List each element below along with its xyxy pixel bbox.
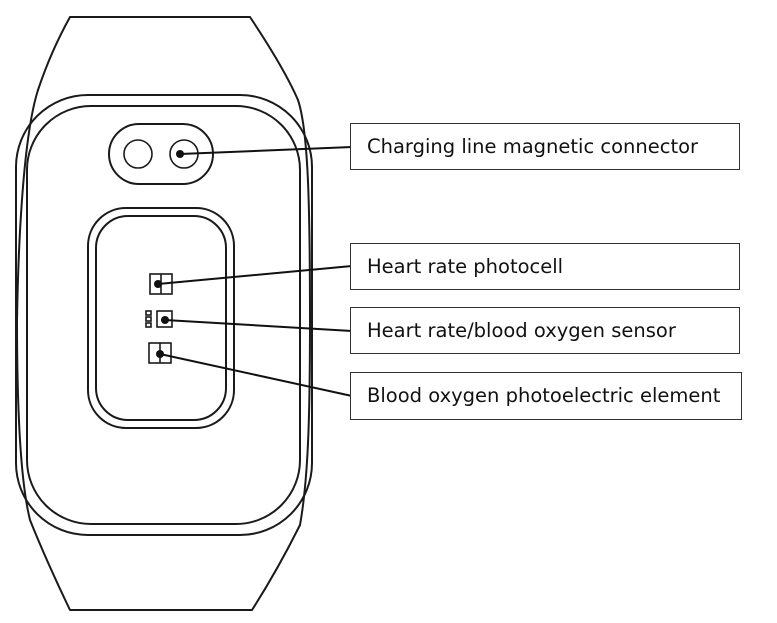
leader-sensor — [164, 319, 353, 332]
strap-top — [37, 16, 299, 101]
connector-housing — [108, 123, 214, 185]
leader-charging — [179, 146, 353, 155]
leader-oxygen — [159, 353, 353, 397]
sensor-window-outer — [87, 207, 235, 429]
leader-photocell-dot — [154, 280, 162, 288]
connector-pin-left-icon — [123, 139, 153, 169]
sensor-element — [145, 310, 173, 328]
back-plate-inner — [26, 105, 301, 525]
outer-case — [16, 89, 39, 521]
label-heart-rate-sensor: Heart rate/blood oxygen sensor — [350, 307, 740, 354]
leader-sensor-dot — [161, 316, 169, 324]
back-plate-outer — [15, 94, 313, 536]
outer-case-right — [297, 99, 311, 526]
leader-photocell — [157, 265, 353, 285]
sensor-window-inner — [95, 215, 227, 421]
strap-bottom — [29, 519, 301, 611]
label-charging-connector: Charging line magnetic connector — [350, 123, 740, 170]
label-blood-oxygen-element: Blood oxygen photoelectric element — [350, 372, 742, 420]
label-heart-rate-photocell: Heart rate photocell — [350, 243, 740, 290]
leader-charging-dot — [176, 150, 184, 158]
leader-oxygen-dot — [156, 350, 164, 358]
